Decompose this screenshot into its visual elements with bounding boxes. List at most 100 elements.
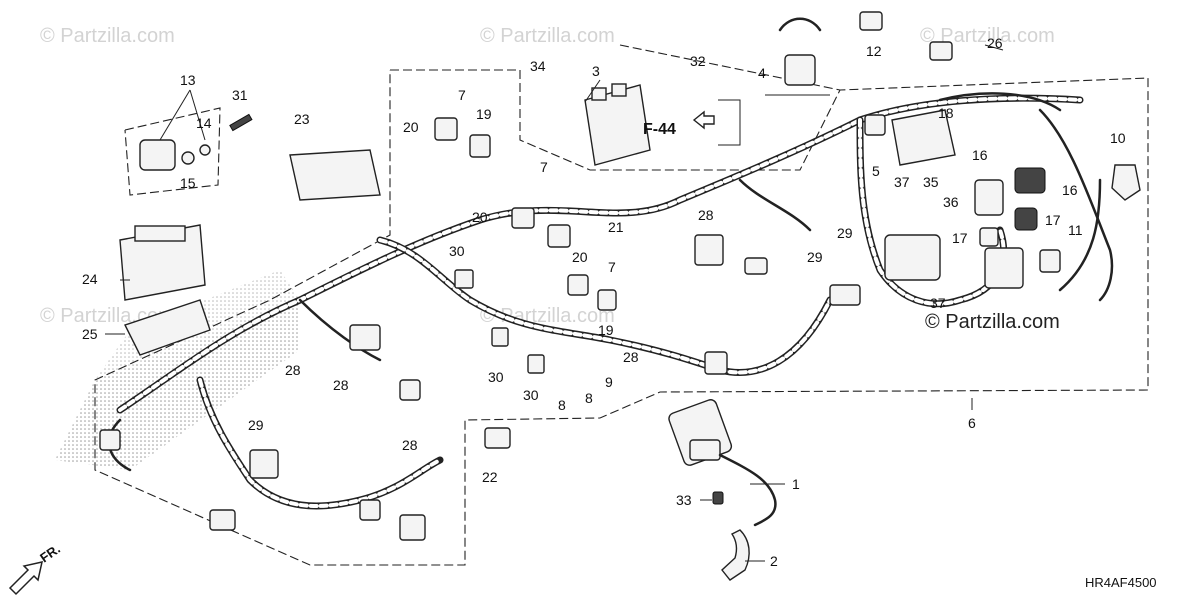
connector-26[interactable] (929, 41, 953, 61)
cap-11[interactable] (1039, 249, 1061, 273)
connector[interactable] (984, 247, 1024, 289)
relay-19[interactable] (469, 134, 491, 158)
callout-4: 4 (758, 65, 766, 81)
callout-12: 12 (866, 43, 882, 59)
callout-1: 1 (792, 476, 800, 492)
connector[interactable] (829, 284, 861, 306)
connector[interactable] (99, 429, 121, 451)
battery-cable (1038, 108, 1114, 302)
arrow-left-icon (692, 110, 715, 130)
callout-37: 37 (894, 174, 910, 190)
callout-17: 17 (952, 230, 968, 246)
callout-37: 37 (930, 295, 946, 311)
callout-28: 28 (623, 349, 639, 365)
connector[interactable] (704, 351, 728, 375)
ecu-module[interactable] (584, 83, 651, 166)
callout-3: 3 (592, 63, 600, 79)
callout-2: 2 (770, 553, 778, 569)
callout-19: 19 (598, 322, 614, 338)
callout-30: 30 (488, 369, 504, 385)
connector-12[interactable] (859, 11, 883, 31)
relay-20[interactable] (567, 274, 589, 296)
wire (738, 178, 812, 232)
callout-16: 16 (972, 147, 988, 163)
leader-line (584, 79, 601, 103)
callout-34: 34 (530, 58, 546, 74)
callout-7: 7 (458, 87, 466, 103)
callout-7: 7 (608, 259, 616, 275)
relay-20[interactable] (434, 117, 458, 141)
switch-13[interactable] (139, 139, 211, 171)
connector[interactable] (349, 324, 381, 351)
callout-10: 10 (1110, 130, 1126, 146)
switch-17[interactable] (1014, 207, 1038, 231)
leader-line (189, 89, 206, 141)
page-reference[interactable]: F-44 (643, 121, 676, 138)
cap-10[interactable] (1111, 164, 1141, 201)
fuse-panel[interactable] (884, 234, 941, 281)
harness-outline-frame (94, 69, 1149, 566)
switch-17[interactable] (979, 227, 999, 247)
front-direction-arrow-icon (8, 561, 43, 596)
relay-4[interactable] (778, 17, 822, 86)
callout-31: 31 (232, 87, 248, 103)
callout-35: 35 (923, 174, 939, 190)
connector-30[interactable] (527, 354, 545, 374)
holder-25[interactable] (124, 299, 211, 356)
watermark: © Partzilla.com (40, 25, 175, 47)
connector[interactable] (744, 257, 768, 275)
leader-line (984, 44, 1004, 51)
callout-30: 30 (523, 387, 539, 403)
relay-5[interactable] (864, 114, 886, 136)
connector[interactable] (359, 499, 381, 521)
watermark-main: © Partzilla.com (925, 311, 1060, 333)
ignition-coil[interactable] (667, 398, 733, 467)
floor-shading (55, 300, 300, 470)
bolt[interactable] (712, 491, 724, 505)
callout-9: 9 (605, 374, 613, 390)
callout-17: 17 (1045, 212, 1061, 228)
bracket (718, 99, 741, 146)
callout-15: 15 (180, 175, 196, 191)
front-harness-wrap (198, 378, 442, 508)
callout-22: 22 (482, 469, 498, 485)
bolt-31[interactable] (229, 113, 253, 132)
callout-14: 14 (196, 115, 212, 131)
callout-33: 33 (676, 492, 692, 508)
callout-28: 28 (698, 207, 714, 223)
callout-28: 28 (333, 377, 349, 393)
fuse-box-18[interactable] (891, 109, 956, 166)
switch-16[interactable] (1014, 167, 1046, 194)
spark-plug-cap[interactable] (721, 529, 750, 581)
callout-20: 20 (472, 209, 488, 225)
connector[interactable] (249, 449, 279, 479)
high-tension-cord (718, 453, 777, 527)
connector[interactable] (694, 234, 724, 266)
switch-16[interactable] (974, 179, 1004, 216)
callout-5: 5 (872, 163, 880, 179)
relay-21[interactable] (547, 224, 571, 248)
leader-line (159, 89, 191, 141)
callout-23: 23 (294, 111, 310, 127)
connector-30[interactable] (491, 327, 509, 347)
connector[interactable] (209, 509, 236, 531)
callout-36: 36 (943, 194, 959, 210)
cover-23[interactable] (289, 149, 381, 201)
connector-22[interactable] (484, 427, 511, 449)
callout-16: 16 (1062, 182, 1078, 198)
connector[interactable] (399, 514, 426, 541)
control-unit-24[interactable] (119, 224, 206, 301)
callout-7: 7 (540, 159, 548, 175)
callout-30: 30 (449, 243, 465, 259)
callout-29: 29 (248, 417, 264, 433)
callout-32: 32 (690, 53, 706, 69)
callout-28: 28 (285, 362, 301, 378)
watermark: © Partzilla.com (920, 25, 1055, 47)
callout-29: 29 (807, 249, 823, 265)
relay-20[interactable] (511, 207, 535, 229)
connector-30[interactable] (454, 269, 474, 289)
callout-20: 20 (572, 249, 588, 265)
connector[interactable] (399, 379, 421, 401)
relay-19[interactable] (597, 289, 617, 311)
